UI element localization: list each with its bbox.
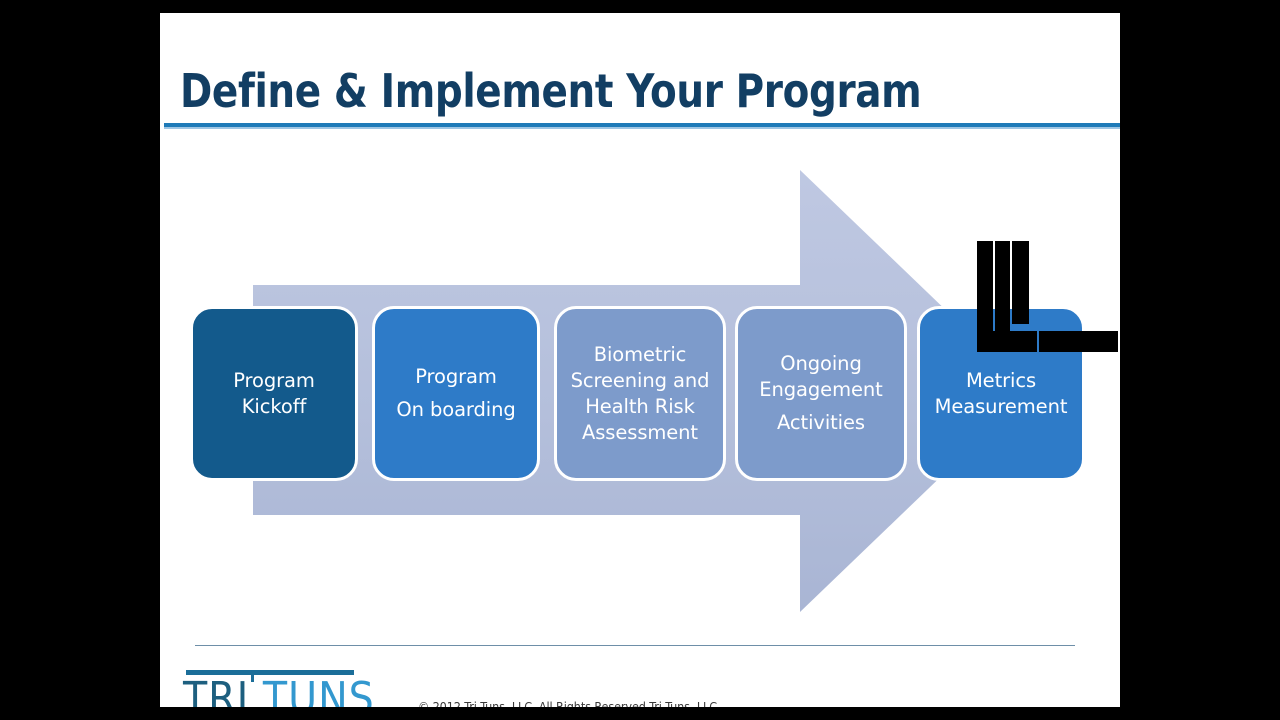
copyright-notice: © 2012 Tri Tuns, LLC. All Rights Reserve… bbox=[418, 699, 717, 707]
process-step-2[interactable]: Program On boarding bbox=[372, 306, 540, 481]
title-block: Define & Implement Your Program bbox=[180, 56, 1100, 128]
title-underline-rule bbox=[164, 123, 1120, 127]
logo-bar bbox=[186, 670, 354, 675]
logo-text-tuns: TUNS bbox=[262, 673, 375, 708]
logo-text: TRI TUNS bbox=[183, 673, 375, 708]
process-step-2-line-1: Program bbox=[415, 365, 497, 388]
occlusion-bar-vertical-3 bbox=[1012, 241, 1029, 324]
process-step-3[interactable]: Biometric Screening and Health Risk Asse… bbox=[554, 306, 726, 481]
process-step-5-line-2: Measurement bbox=[934, 394, 1068, 418]
occlusion-bar-vertical-1 bbox=[977, 241, 993, 335]
logo-tick bbox=[251, 675, 254, 682]
process-step-2-line-2: On boarding bbox=[396, 398, 516, 421]
process-step-1[interactable]: Program Kickoff bbox=[190, 306, 358, 481]
presentation-slide: Define & Implement Your Program Program bbox=[160, 13, 1120, 707]
process-step-3-line-2: Screening and bbox=[570, 368, 710, 392]
process-step-3-line-4: Assessment bbox=[582, 420, 698, 444]
logo-text-tri: TRI bbox=[183, 673, 250, 708]
process-step-4[interactable]: Ongoing Engagement Activities bbox=[735, 306, 907, 481]
footer-divider bbox=[195, 645, 1075, 646]
process-step-1-line-1: Program bbox=[233, 368, 315, 392]
process-step-3-line-3: Health Risk bbox=[585, 394, 695, 418]
process-step-3-line-1: Biometric bbox=[593, 342, 687, 366]
tri-tuns-logo: TRI TUNS bbox=[183, 670, 374, 707]
process-step-4-line-1: Ongoing bbox=[780, 352, 862, 375]
title-underline-rule-secondary bbox=[164, 127, 1120, 129]
process-step-4-line-2: Engagement bbox=[759, 378, 883, 401]
process-step-4-line-3: Activities bbox=[777, 411, 865, 434]
occlusion-bar-vertical-2 bbox=[995, 241, 1010, 335]
occlusion-bar-horizontal-2 bbox=[1039, 331, 1118, 352]
process-step-1-line-2: Kickoff bbox=[241, 394, 307, 418]
occlusion-bar-horizontal-1 bbox=[977, 331, 1037, 352]
process-step-5-line-1: Metrics bbox=[965, 368, 1037, 392]
page-title: Define & Implement Your Program bbox=[180, 64, 922, 118]
